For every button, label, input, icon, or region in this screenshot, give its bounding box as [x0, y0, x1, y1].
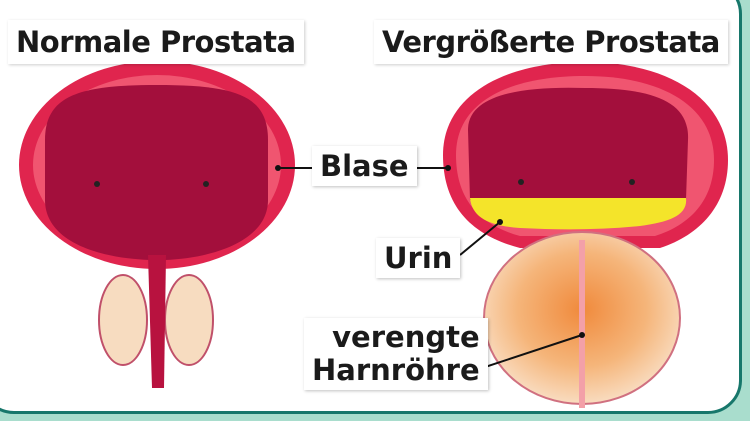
urin-label: Urin: [376, 238, 461, 278]
verengte-harnroehre-label: verengte Harnröhre: [304, 318, 488, 390]
normal-bladder-lumen: [45, 85, 268, 260]
normal-urethra: [148, 255, 166, 388]
normal-prostata-illustration: [19, 61, 295, 388]
enlarged-bladder-lumen: [468, 87, 689, 200]
normal-prostata-title: Normale Prostata: [8, 20, 304, 64]
normal-prostate-left-lobe: [98, 274, 148, 366]
verengte-harnroehre-line1: verengte: [332, 320, 480, 354]
enlarged-prostata-title: Vergrößerte Prostata: [374, 20, 728, 64]
normal-prostate-right-lobe: [164, 274, 214, 366]
enlarged-prostata-illustration: [443, 62, 728, 408]
urine: [470, 198, 687, 230]
blase-label: Blase: [312, 146, 417, 186]
verengte-harnroehre-line2: Harnröhre: [312, 353, 480, 387]
urin-pointer: [459, 221, 501, 256]
harnroehre-pointer: [469, 334, 583, 373]
